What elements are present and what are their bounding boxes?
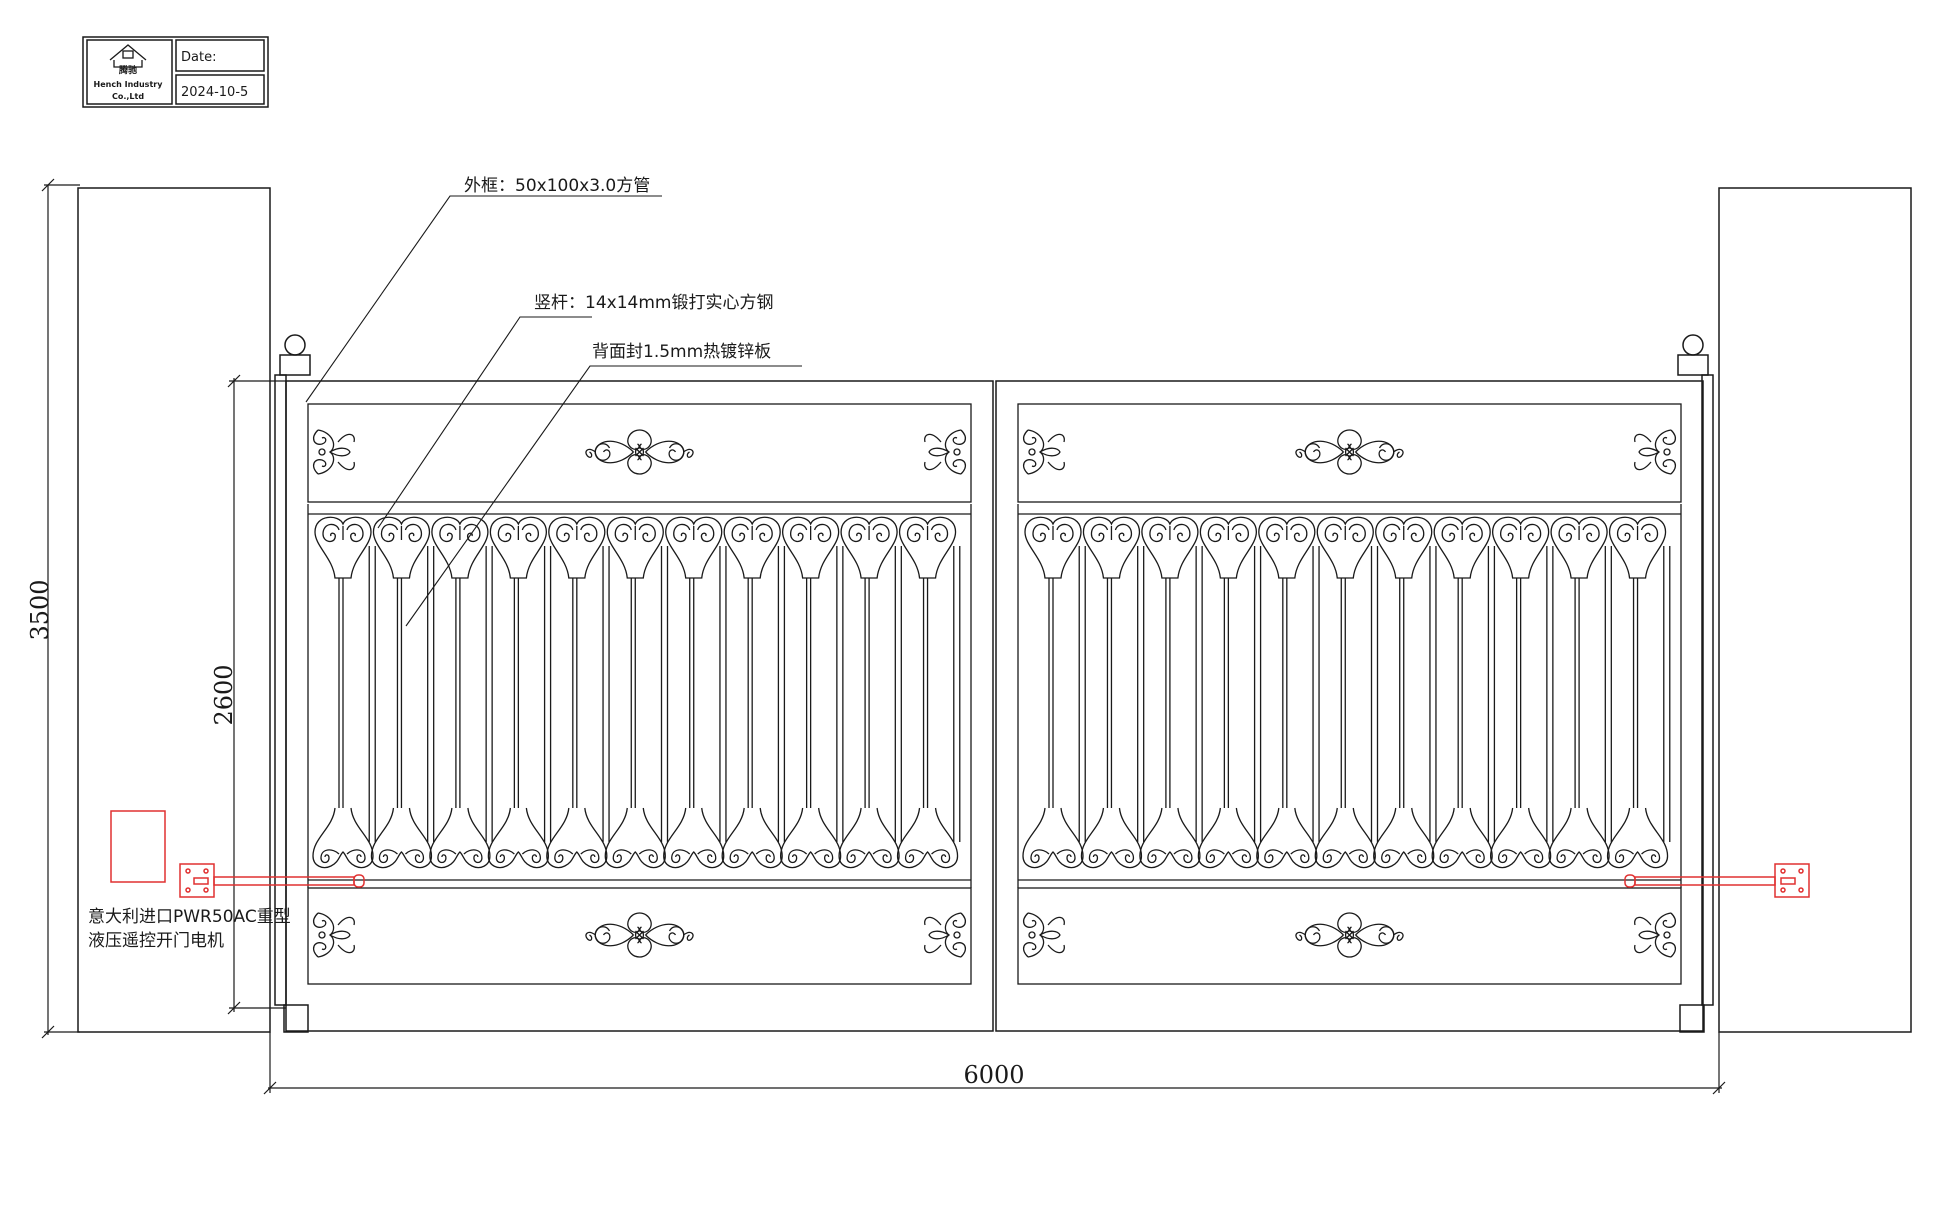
corner-ornament	[1022, 429, 1065, 475]
dimension-gate-width: 6000	[963, 1061, 1024, 1089]
lower-panel	[1017, 887, 1682, 985]
motor-annotation-line2: 液压遥控开门电机	[88, 931, 224, 951]
annotation-back-panel: 背面封1.5mm热镀锌板	[592, 342, 771, 362]
dimension-gate-height: 2600	[210, 664, 238, 725]
company-logo	[109, 44, 147, 68]
heart-scroll-top	[1141, 516, 1199, 579]
heart-scroll-top	[1316, 516, 1374, 579]
title-block	[82, 36, 269, 108]
heart-scroll-top	[431, 516, 489, 579]
heart-scroll-bottom	[721, 807, 783, 869]
gate-leaf-left	[307, 403, 972, 985]
heart-scroll-top	[1550, 516, 1608, 579]
heart-scroll-bottom	[312, 807, 374, 869]
right-pillar	[1718, 187, 1912, 1033]
heart-scroll-bottom	[1373, 807, 1435, 869]
heart-scroll-top	[314, 516, 372, 579]
hydraulic-motor-left	[179, 863, 365, 898]
heart-scroll-bottom	[1548, 807, 1610, 869]
corner-ornament	[1022, 912, 1065, 958]
date-label: Date:	[181, 50, 216, 65]
scroll-ornament	[585, 429, 694, 475]
heart-scroll-top	[1491, 516, 1550, 579]
heart-scroll-top	[898, 516, 957, 579]
heart-scroll-bottom	[896, 807, 959, 869]
logo-chinese-text: 腾驰	[118, 64, 137, 76]
motor-annotation-line1: 意大利进口PWR50AC重型	[88, 907, 291, 927]
heart-scroll-top	[548, 516, 606, 579]
scroll-ornament	[1295, 912, 1404, 958]
scroll-ornament	[585, 912, 694, 958]
heart-scroll-top	[1433, 516, 1491, 579]
heart-scroll-bottom	[1431, 807, 1493, 869]
corner-ornament	[1634, 912, 1677, 958]
heart-scroll-bottom	[838, 807, 900, 869]
heart-scroll-bottom	[370, 807, 433, 869]
annotation-vertical-bar: 竖杆：14x14mm锻打实心方钢	[534, 293, 773, 313]
gate-frame	[285, 380, 1704, 1032]
heart-scroll-top	[1258, 516, 1316, 579]
heart-scroll-top	[723, 516, 781, 579]
upper-panel	[307, 403, 972, 503]
heart-scroll-top	[1608, 516, 1667, 579]
corner-ornament	[312, 912, 355, 958]
heart-scroll-bottom	[1489, 807, 1552, 869]
heart-scroll-top	[489, 516, 548, 579]
dimension-lines	[41, 178, 1726, 1095]
corner-ornament	[312, 429, 355, 475]
heart-scroll-bottom	[779, 807, 842, 869]
heart-scroll-top	[781, 516, 840, 579]
scroll-ornament	[1295, 429, 1404, 475]
heart-scroll-bottom	[1080, 807, 1143, 869]
heart-scroll-bottom	[487, 807, 550, 869]
company-name-line1: Hench Industry	[94, 80, 164, 89]
date-value: 2024-10-5	[181, 85, 248, 100]
lower-panel	[307, 887, 972, 985]
heart-scroll-bottom	[1022, 807, 1084, 869]
hinge-posts	[274, 334, 1714, 1033]
dimension-overall-height: 3500	[26, 579, 54, 640]
hydraulic-motor-right	[1624, 863, 1810, 898]
heart-scroll-bottom	[1606, 807, 1669, 869]
heart-scroll-bottom	[546, 807, 608, 869]
heart-scroll-bottom	[1139, 807, 1201, 869]
heart-scroll-top	[1375, 516, 1433, 579]
heart-scroll-bottom	[1256, 807, 1318, 869]
leader-lines	[305, 195, 802, 627]
heart-scroll-top	[606, 516, 664, 579]
heart-scroll-bottom	[663, 807, 725, 869]
upper-panel	[1017, 403, 1682, 503]
company-name-line2: Co.,Ltd	[112, 92, 144, 101]
heart-scroll-bottom	[1197, 807, 1260, 869]
annotation-frame: 外框：50x100x3.0方管	[464, 176, 650, 196]
heart-scroll-bottom	[604, 807, 666, 869]
heart-scroll-top	[1199, 516, 1258, 579]
heart-scroll-top	[1024, 516, 1082, 579]
motor-control-box	[110, 810, 166, 883]
corner-ornament	[1634, 429, 1677, 475]
heart-scroll-bottom	[1314, 807, 1376, 869]
heart-scroll-top	[1082, 516, 1141, 579]
gate-leaf-right	[1017, 403, 1682, 985]
heart-scroll-top	[665, 516, 723, 579]
left-pillar	[77, 187, 271, 1033]
corner-ornament	[924, 912, 967, 958]
heart-scroll-top	[372, 516, 431, 579]
heart-scroll-top	[840, 516, 898, 579]
corner-ornament	[924, 429, 967, 475]
heart-scroll-bottom	[429, 807, 491, 869]
